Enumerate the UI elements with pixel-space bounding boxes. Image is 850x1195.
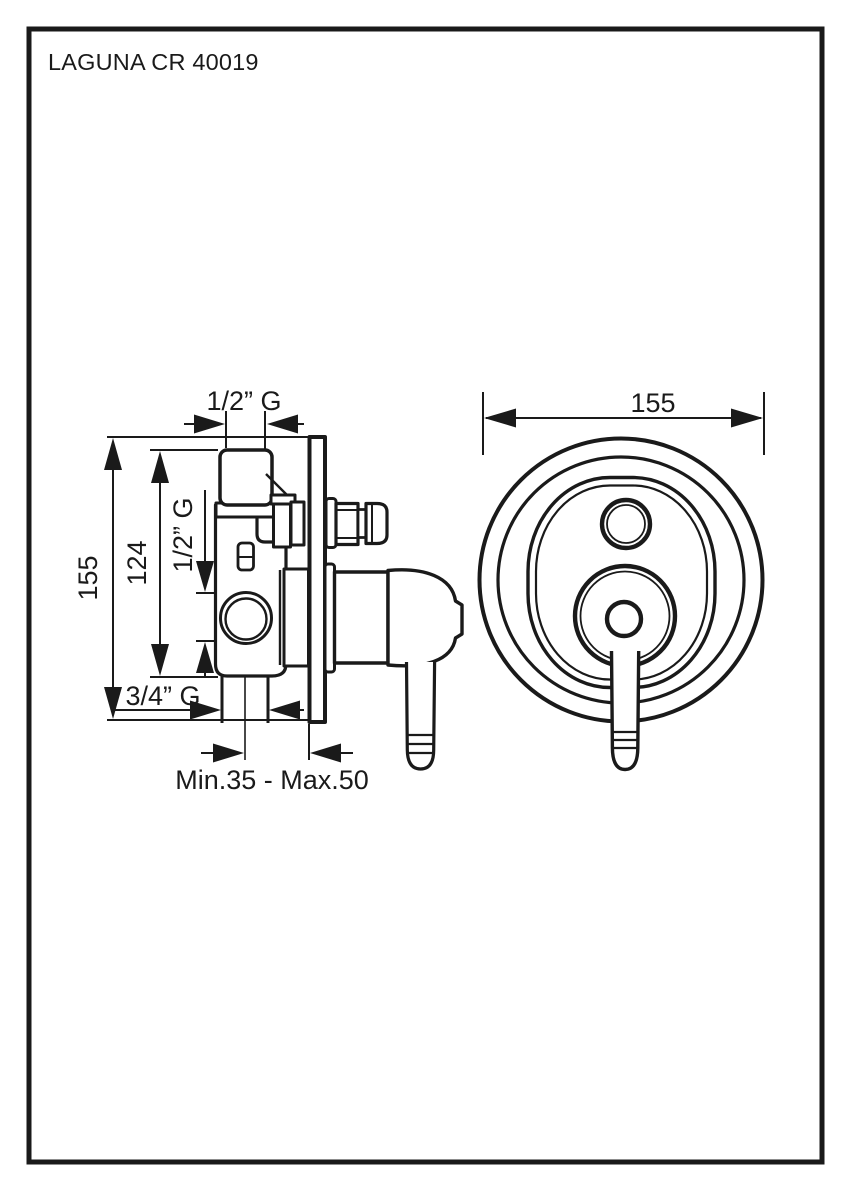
arrow-right-icon <box>731 408 763 428</box>
dim-overall-height-label: 155 <box>73 555 103 600</box>
handle-cap-front <box>604 599 644 639</box>
arrow-left-icon <box>269 700 300 720</box>
cartridge-flange <box>282 567 310 668</box>
front-view: 155 <box>477 388 765 772</box>
arrow-up-icon <box>151 451 169 483</box>
arrow-down-icon <box>196 561 214 592</box>
arrow-down-icon <box>151 644 169 676</box>
dim-overall-height: 155 <box>73 438 122 719</box>
page-border <box>26 26 825 1165</box>
top-fitting <box>218 448 274 507</box>
product-title: LAGUNA CR 40019 <box>48 49 259 75</box>
lever-grip-bands-side <box>407 733 434 755</box>
arrow-up-icon <box>196 642 214 673</box>
dim-plate-width-label: 155 <box>630 388 675 418</box>
lever-side <box>404 661 437 771</box>
dim-bottom-connection: 3/4” G <box>112 681 304 720</box>
handle-sleeve-side <box>323 562 390 674</box>
wall-plate-section <box>307 435 327 724</box>
dim-top-connection: 1/2” G <box>184 386 304 434</box>
chamfer-line <box>265 473 290 498</box>
outlet-boss-circle <box>219 591 273 645</box>
arrow-left-icon <box>267 414 298 434</box>
arrow-left-icon <box>310 743 341 763</box>
dim-mounting-depth: Min.35 - Max.50 <box>175 743 369 795</box>
diverter-stub <box>289 500 306 547</box>
dim-body-height-label: 124 <box>122 540 152 585</box>
lever-grip-bands-front <box>612 730 638 750</box>
dim-body-height: 124 <box>122 451 169 676</box>
arrow-right-icon <box>194 414 225 434</box>
diverter-knob-side <box>324 497 389 549</box>
mixer-body-section <box>213 435 327 724</box>
arrow-right-icon <box>213 743 244 763</box>
diverter-seat <box>272 502 292 549</box>
arrow-down-icon <box>104 687 122 719</box>
dim-side-connection-label: 1/2” G <box>168 497 198 572</box>
side-view: 155 124 1/2” G 1/2” G <box>73 386 464 795</box>
arrow-left-icon <box>484 408 516 428</box>
dim-plate-width: 155 <box>482 388 765 455</box>
arrow-up-icon <box>104 438 122 470</box>
dim-side-connection: 1/2” G <box>168 490 214 678</box>
diverter-button-inner <box>606 504 646 544</box>
external-trim-side <box>323 497 464 771</box>
dim-mounting-depth-label: Min.35 - Max.50 <box>175 765 369 795</box>
dim-top-connection-label: 1/2” G <box>206 386 281 416</box>
diverter-button-front <box>599 497 653 551</box>
bottom-pipe <box>220 676 270 723</box>
dim-bottom-connection-label: 3/4” G <box>125 681 200 711</box>
outlet-bore-circle <box>224 597 268 641</box>
lever-front <box>609 650 641 772</box>
arrow-right-icon <box>190 700 221 720</box>
